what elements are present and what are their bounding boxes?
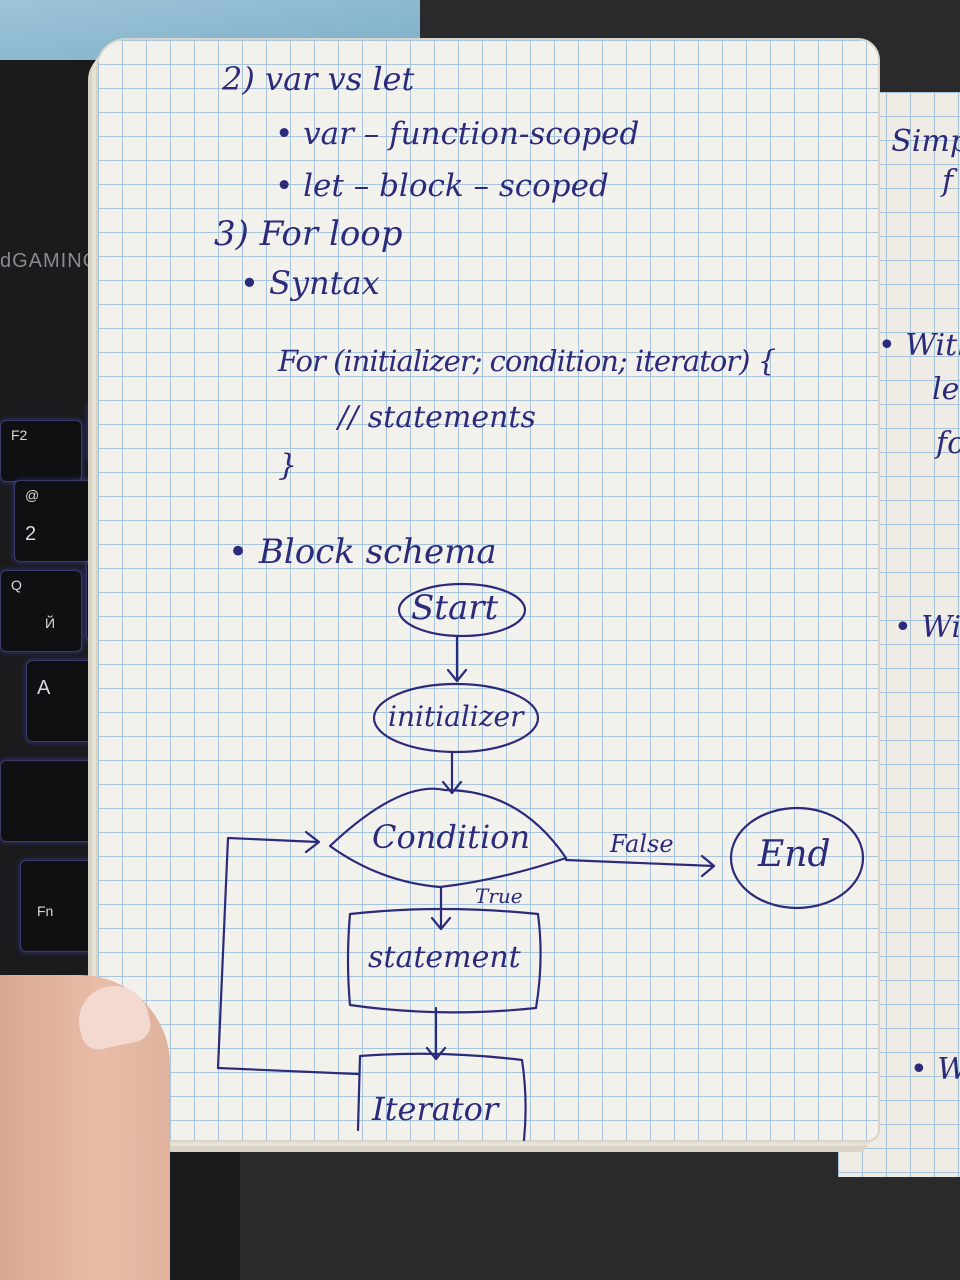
condition-node-shape (328, 787, 568, 889)
arrow-true-statement (430, 885, 452, 931)
heading-for-loop: 3) For loop (214, 214, 403, 254)
right-text-4: le (932, 372, 960, 407)
bullet-syntax: • Syntax (240, 264, 380, 302)
heading-var-vs-let: 2) var vs let (222, 60, 415, 98)
statement-node-shape (346, 907, 542, 1014)
bullet-let: • let – block – scoped (275, 168, 609, 204)
arrow-loop-back (216, 830, 360, 1076)
right-text-3: • With (878, 328, 960, 363)
bullet-block-schema: • Block schema (228, 532, 497, 572)
key-blank (0, 760, 98, 842)
code-line-for: For (initializer; condition; iterator) { (278, 344, 776, 378)
flow-true-label: True (475, 884, 523, 908)
flow-start-label: Start (411, 588, 499, 628)
arrow-start-init (446, 634, 468, 683)
notebook-left-page (98, 40, 878, 1140)
right-text-5: fc (936, 426, 960, 461)
arrow-false-end (564, 854, 716, 878)
arrow-init-condition (441, 750, 463, 795)
right-text-1: • Simp (864, 124, 960, 159)
right-text-2: f (942, 164, 954, 199)
key-fn: Fn (20, 860, 104, 952)
flow-condition-label: Condition (372, 818, 531, 856)
code-line-close-brace: } (278, 448, 298, 483)
key-f2: F2 (0, 420, 82, 482)
right-text-6: • Wi (894, 610, 960, 645)
flow-init-label: initializer (388, 700, 524, 733)
iterator-node-shape (356, 1052, 527, 1142)
init-node-shape (372, 682, 540, 754)
end-node-shape (729, 806, 865, 910)
flow-iterator-label: Iterator (372, 1090, 499, 1128)
laptop-brand-label: dGAMING (0, 250, 100, 272)
flow-statement-label: statement (368, 940, 521, 975)
right-text-7: • W (910, 1052, 960, 1087)
flow-false-label: False (610, 830, 674, 858)
bullet-var: • var – function-scoped (275, 116, 640, 152)
start-node-shape (397, 582, 527, 638)
arrow-statement-iterator (425, 1006, 447, 1061)
grid-pattern (98, 40, 878, 1140)
flow-end-label: End (758, 834, 831, 875)
code-line-statements: // statements (338, 400, 536, 435)
